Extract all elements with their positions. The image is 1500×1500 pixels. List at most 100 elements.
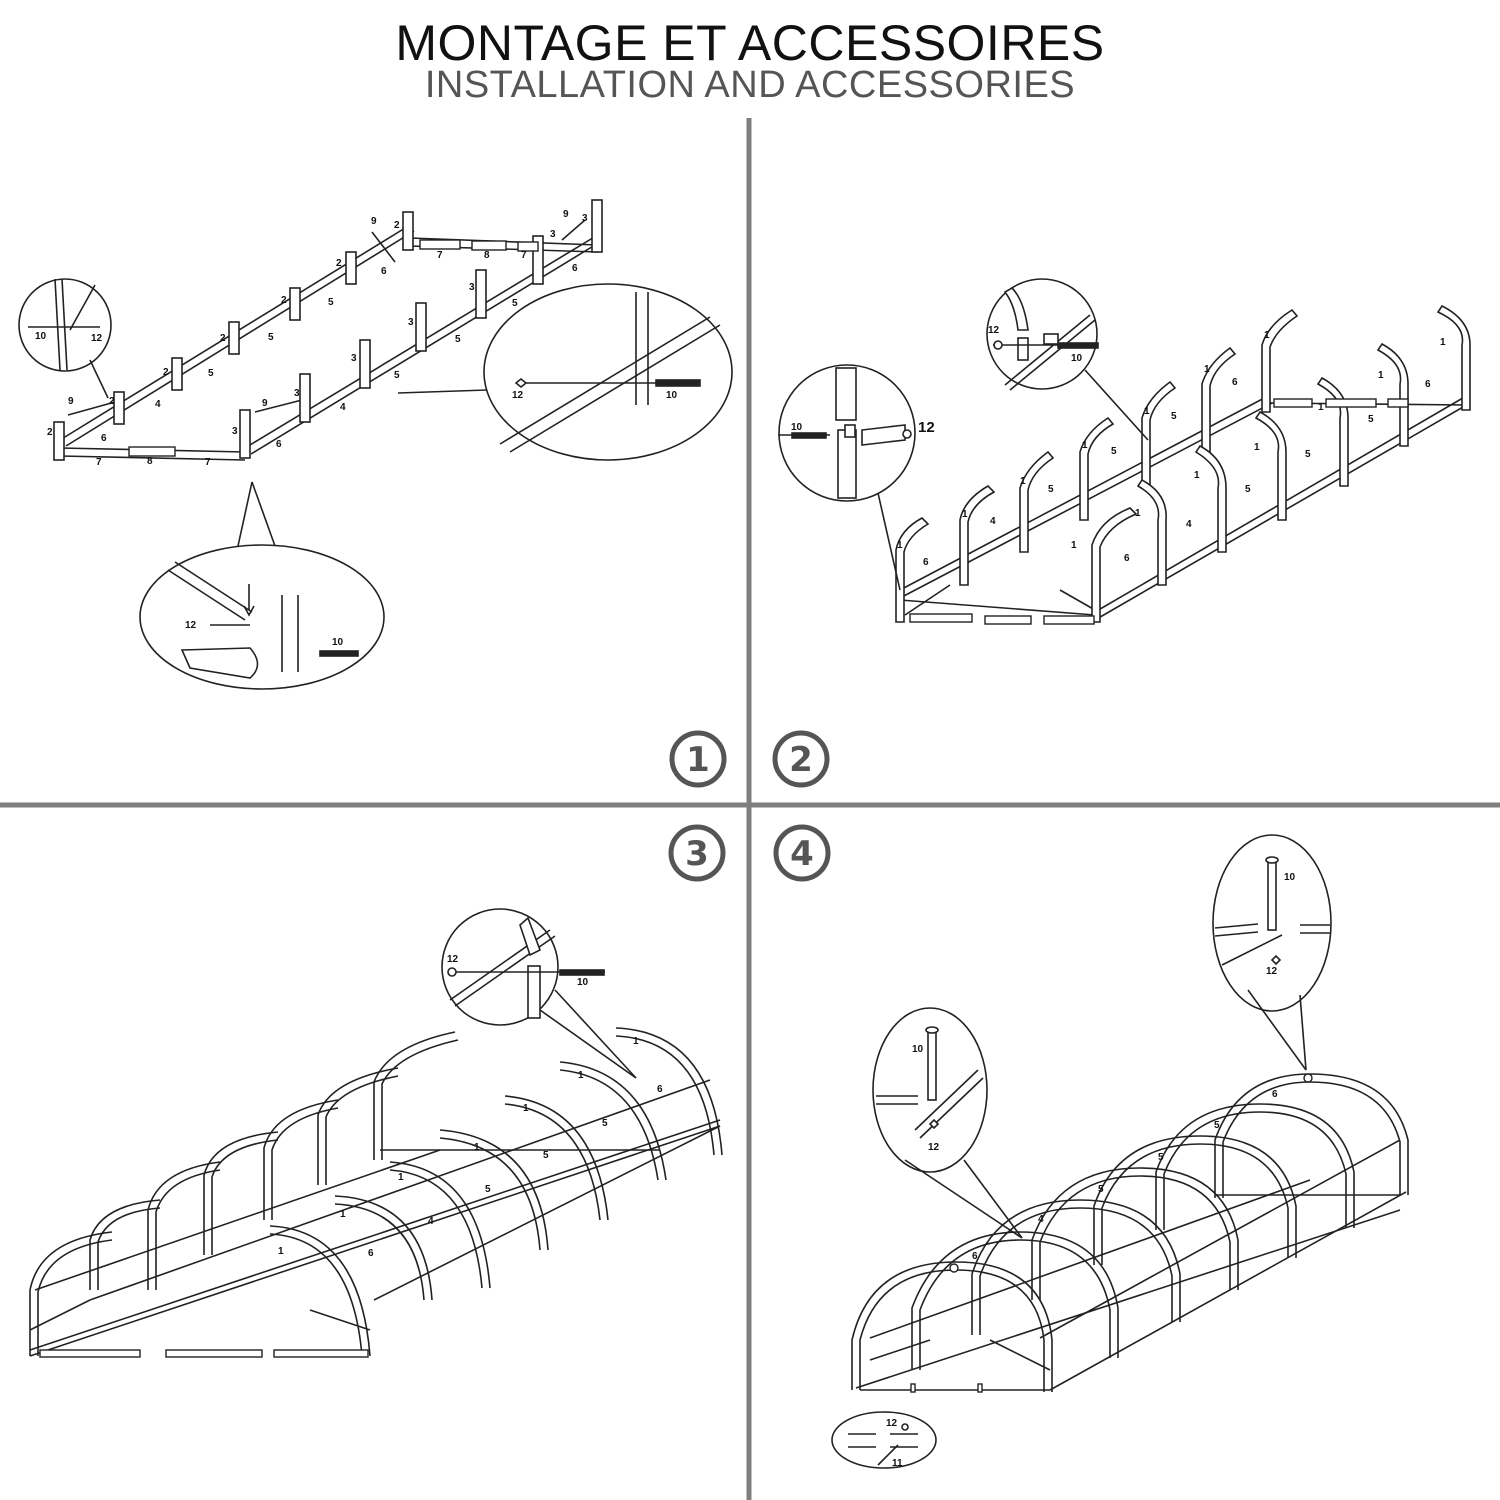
label-10: 10 bbox=[1284, 872, 1296, 883]
label-6: 6 bbox=[1425, 379, 1431, 390]
label-2: 2 bbox=[47, 427, 53, 438]
step-1-tubes bbox=[128, 239, 539, 457]
label-5: 5 bbox=[268, 332, 274, 343]
label-7: 7 bbox=[96, 457, 102, 468]
label-6: 6 bbox=[1232, 377, 1238, 388]
label-5: 5 bbox=[394, 370, 400, 381]
label-2: 2 bbox=[336, 258, 342, 269]
label-2: 2 bbox=[163, 367, 169, 378]
label-9: 9 bbox=[563, 209, 569, 220]
label-1: 1 bbox=[474, 1142, 480, 1153]
label-1: 1 bbox=[578, 1070, 584, 1081]
label-6: 6 bbox=[276, 439, 282, 450]
label-8: 8 bbox=[147, 456, 153, 467]
step-1-labels: 10 12 9 2 2 6 7 8 7 4 2 5 2 5 2 5 2 6 9 … bbox=[35, 209, 678, 648]
label-3: 3 bbox=[351, 353, 357, 364]
label-1: 1 bbox=[1082, 440, 1088, 451]
label-10: 10 bbox=[912, 1044, 924, 1055]
label-5: 5 bbox=[485, 1184, 491, 1195]
label-4: 4 bbox=[1038, 1214, 1044, 1225]
label-6: 6 bbox=[381, 266, 387, 277]
label-10: 10 bbox=[577, 977, 589, 988]
step-4-callout-right bbox=[1212, 834, 1332, 1071]
step-1-callout-bolt bbox=[397, 283, 733, 461]
label-5: 5 bbox=[543, 1150, 549, 1161]
label-5: 5 bbox=[512, 298, 518, 309]
label-4: 4 bbox=[1186, 519, 1192, 530]
label-4: 4 bbox=[428, 1216, 434, 1227]
step-3-callout bbox=[441, 908, 637, 1079]
label-1: 1 bbox=[633, 1036, 639, 1047]
label-6: 6 bbox=[1272, 1089, 1278, 1100]
label-10: 10 bbox=[791, 422, 803, 433]
page-title-fr: MONTAGE ET ACCESSOIRES bbox=[395, 15, 1105, 71]
step-2-loose-tubes bbox=[909, 398, 1409, 625]
label-3: 3 bbox=[550, 229, 556, 240]
label-10: 10 bbox=[332, 637, 344, 648]
label-5: 5 bbox=[208, 368, 214, 379]
step-2-arches bbox=[895, 304, 1471, 623]
label-12: 12 bbox=[886, 1418, 898, 1429]
label-10: 10 bbox=[666, 390, 678, 401]
step-2-callout-right bbox=[986, 278, 1149, 441]
step-2-callout-left bbox=[778, 364, 916, 591]
step-3-arches bbox=[29, 1027, 723, 1357]
step-2-frame bbox=[899, 394, 1471, 621]
label-2: 2 bbox=[394, 220, 400, 231]
step-number-3: 3 bbox=[685, 834, 709, 874]
step-badge-2: 2 bbox=[772, 730, 830, 788]
label-5: 5 bbox=[328, 297, 334, 308]
label-3: 3 bbox=[469, 282, 475, 293]
label-1: 1 bbox=[1144, 406, 1150, 417]
label-1: 1 bbox=[1440, 337, 1446, 348]
label-5: 5 bbox=[1245, 484, 1251, 495]
label-2: 2 bbox=[281, 295, 287, 306]
label-5: 5 bbox=[1111, 446, 1117, 457]
label-2: 2 bbox=[220, 333, 226, 344]
label-1: 1 bbox=[1071, 540, 1077, 551]
label-3: 3 bbox=[232, 426, 238, 437]
step-1-callout-joint bbox=[18, 278, 112, 399]
label-5: 5 bbox=[455, 334, 461, 345]
label-1: 1 bbox=[1318, 402, 1324, 413]
page-title-en: INSTALLATION AND ACCESSORIES bbox=[424, 64, 1076, 106]
label-6: 6 bbox=[368, 1248, 374, 1259]
step-1-posts bbox=[53, 199, 603, 461]
step-3-frame bbox=[29, 1079, 721, 1357]
label-1: 1 bbox=[523, 1103, 529, 1114]
label-3: 3 bbox=[408, 317, 414, 328]
label-1: 1 bbox=[398, 1172, 404, 1183]
label-5: 5 bbox=[1368, 414, 1374, 425]
label-1: 1 bbox=[340, 1209, 346, 1220]
label-1: 1 bbox=[1378, 370, 1384, 381]
label-12: 12 bbox=[185, 620, 197, 631]
step-number-1: 1 bbox=[686, 740, 710, 780]
label-3: 3 bbox=[294, 388, 300, 399]
label-1: 1 bbox=[1254, 442, 1260, 453]
label-4: 4 bbox=[340, 402, 346, 413]
label-2: 2 bbox=[109, 396, 115, 407]
step-4-callout-bottom bbox=[831, 1411, 937, 1469]
label-12: 12 bbox=[91, 333, 103, 344]
label-7: 7 bbox=[205, 457, 211, 468]
step-badge-4: 4 bbox=[773, 824, 831, 882]
label-9: 9 bbox=[68, 396, 74, 407]
label-3: 3 bbox=[582, 213, 588, 224]
label-10: 10 bbox=[1071, 353, 1083, 364]
label-5: 5 bbox=[1305, 449, 1311, 460]
step-4-joints bbox=[910, 1073, 1313, 1393]
label-1: 1 bbox=[278, 1246, 284, 1257]
label-11: 11 bbox=[892, 1458, 903, 1469]
step-4-frame bbox=[855, 1139, 1407, 1391]
label-6: 6 bbox=[972, 1251, 978, 1262]
label-6: 6 bbox=[923, 557, 929, 568]
label-9: 9 bbox=[262, 398, 268, 409]
label-6: 6 bbox=[657, 1084, 663, 1095]
label-6: 6 bbox=[572, 263, 578, 274]
label-1: 1 bbox=[1135, 508, 1141, 519]
step-2-labels: 10 12 12 10 1 6 1 4 1 5 1 5 1 5 1 6 1 1 … bbox=[791, 325, 1446, 568]
step-3-labels: 12 10 1 6 1 4 1 5 1 5 1 5 1 6 1 bbox=[278, 954, 663, 1259]
label-4: 4 bbox=[990, 516, 996, 527]
label-1: 1 bbox=[1204, 364, 1210, 375]
label-12: 12 bbox=[447, 954, 459, 965]
